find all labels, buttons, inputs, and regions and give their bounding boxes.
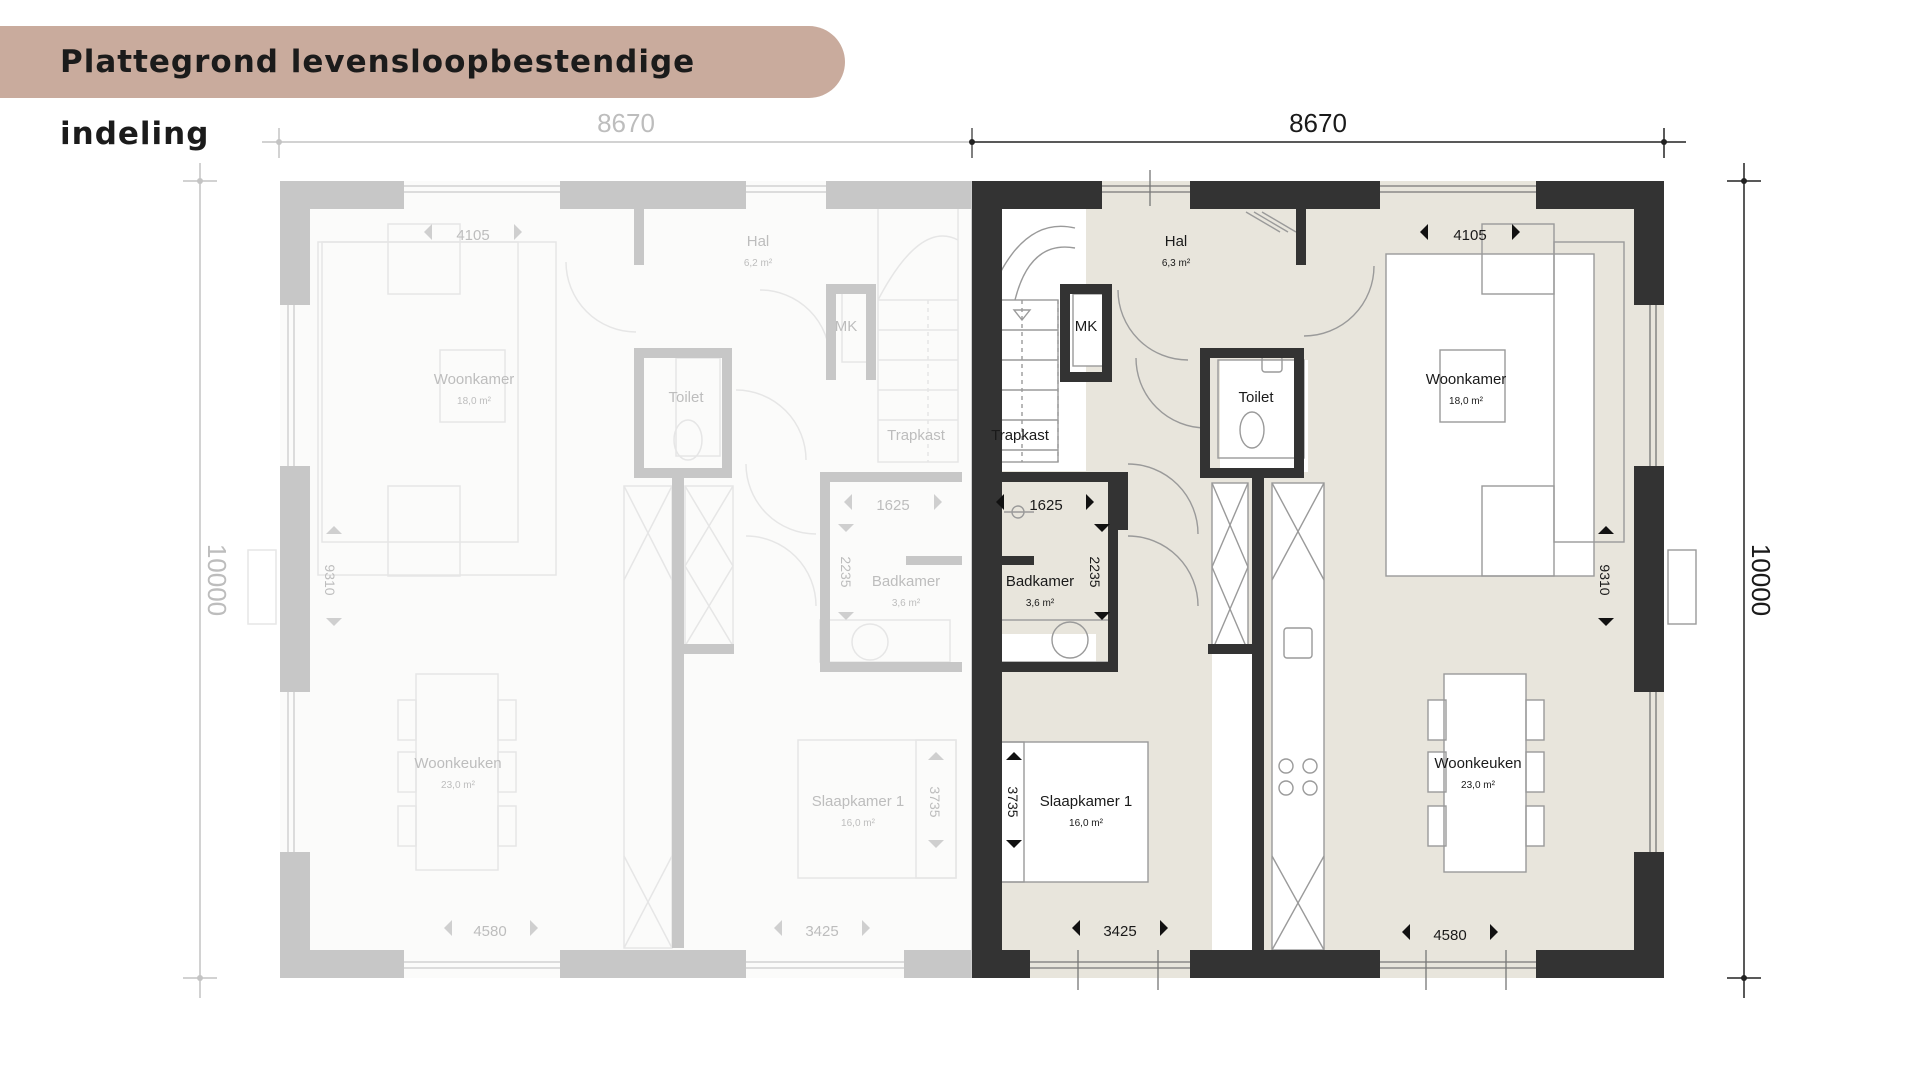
dim-3735-right: 3735 xyxy=(1005,786,1021,817)
room-label-woonkamer-right: Woonkamer xyxy=(1426,371,1507,388)
dim-3735-left: 3735 xyxy=(927,786,943,817)
room-label-mk-right: MK xyxy=(1075,318,1098,335)
room-label-hal-left: Hal xyxy=(747,233,770,250)
room-area-hal-left: 6,2 m² xyxy=(744,258,773,269)
title-banner: Plattegrond levensloopbestendige indelin… xyxy=(0,26,845,152)
dim-2235-left: 2235 xyxy=(838,556,854,587)
room-area-badkamer-right: 3,6 m² xyxy=(1026,598,1055,609)
room-label-slaapkamer-right: Slaapkamer 1 xyxy=(1040,793,1133,810)
dim-4580-right: 4580 xyxy=(1433,927,1466,944)
unit-right: Hal 6,3 m² MK Toilet Trapkast Badkamer 3… xyxy=(972,170,1697,990)
room-label-trapkast-right: Trapkast xyxy=(991,427,1050,444)
room-area-hal-right: 6,3 m² xyxy=(1162,258,1191,269)
room-area-woonkamer-left: 18,0 m² xyxy=(457,396,492,407)
room-label-mk-left: MK xyxy=(835,318,858,335)
width-dimension-left: 8670 xyxy=(597,108,655,138)
room-area-badkamer-left: 3,6 m² xyxy=(892,598,921,609)
room-label-hal-right: Hal xyxy=(1165,233,1188,250)
dim-3425-left: 3425 xyxy=(805,923,838,940)
room-label-badkamer-right: Badkamer xyxy=(1006,573,1074,590)
dim-3425-right: 3425 xyxy=(1103,923,1136,940)
dimension-lines: 8670 8670 10000 10000 xyxy=(183,108,1776,998)
room-label-toilet-left: Toilet xyxy=(668,389,704,406)
dim-9310-left: 9310 xyxy=(322,564,338,595)
width-dimension-right: 8670 xyxy=(1289,108,1347,138)
room-label-slaapkamer-left: Slaapkamer 1 xyxy=(812,793,905,810)
room-label-woonkamer-left: Woonkamer xyxy=(434,371,515,388)
dim-2235-right: 2235 xyxy=(1087,556,1103,587)
depth-dimension-left: 10000 xyxy=(202,544,232,616)
dim-9310-right: 9310 xyxy=(1597,564,1613,595)
dim-4105-left: 4105 xyxy=(456,227,489,244)
dim-1625-right: 1625 xyxy=(1029,497,1062,514)
depth-dimension-right: 10000 xyxy=(1746,544,1776,616)
room-label-woonkeuken-left: Woonkeuken xyxy=(414,755,501,772)
dim-1625-left: 1625 xyxy=(876,497,909,514)
dim-4105-right: 4105 xyxy=(1453,227,1486,244)
room-area-slaapkamer-left: 16,0 m² xyxy=(841,818,876,829)
unit-left: Hal 6,2 m² MK Toilet Trapkast Badkamer 3… xyxy=(247,181,973,978)
room-area-woonkamer-right: 18,0 m² xyxy=(1449,396,1484,407)
room-area-slaapkamer-right: 16,0 m² xyxy=(1069,818,1104,829)
room-label-trapkast-left: Trapkast xyxy=(887,427,946,444)
page-title: Plattegrond levensloopbestendige indelin… xyxy=(60,44,696,152)
room-label-toilet-right: Toilet xyxy=(1238,389,1274,406)
room-label-woonkeuken-right: Woonkeuken xyxy=(1434,755,1521,772)
room-label-badkamer-left: Badkamer xyxy=(872,573,940,590)
dim-4580-left: 4580 xyxy=(473,923,506,940)
room-area-woonkeuken-left: 23,0 m² xyxy=(441,780,476,791)
room-area-woonkeuken-right: 23,0 m² xyxy=(1461,780,1496,791)
